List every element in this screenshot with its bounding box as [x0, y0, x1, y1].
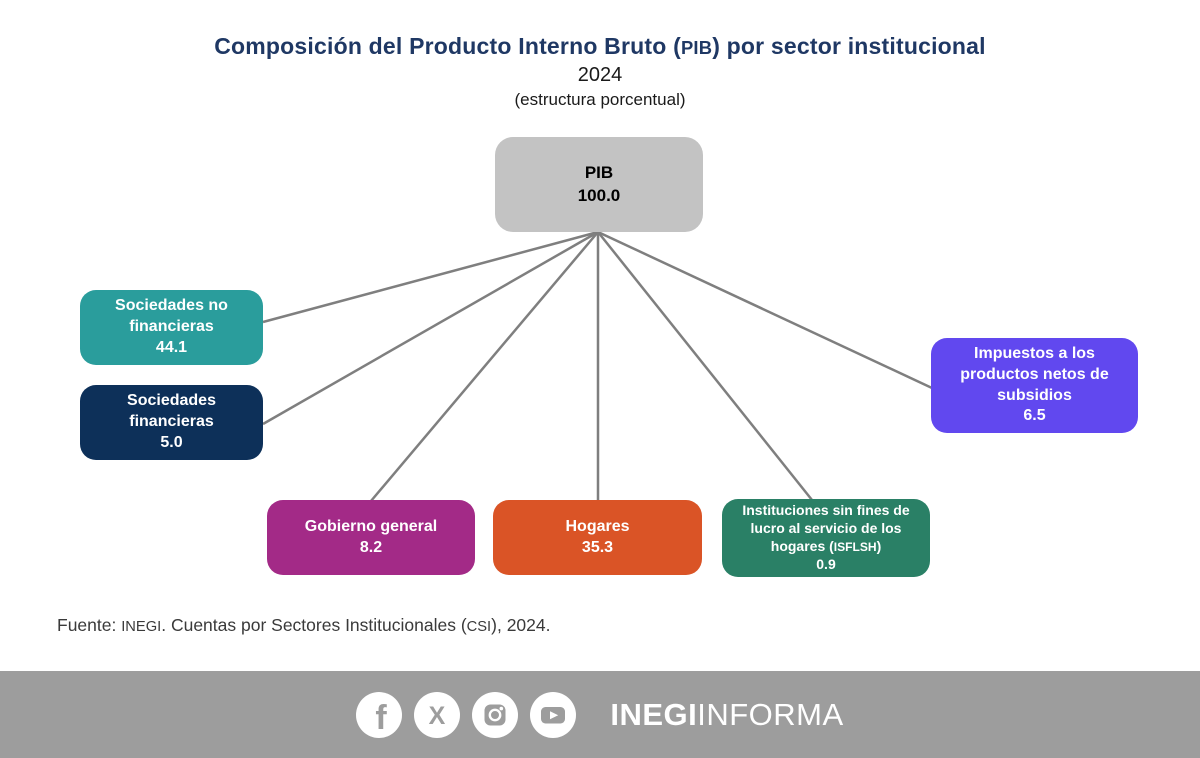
title-year: 2024	[577, 64, 623, 86]
node-isflsh: Instituciones sin fines de lucro al serv…	[722, 499, 930, 577]
node-value: 100.0	[577, 185, 621, 205]
node-gobierno-general: Gobierno general 8.2	[267, 500, 475, 575]
title-part2: ) por sector institucional	[712, 33, 986, 59]
node-label: Instituciones sin fines de lucro al serv…	[742, 502, 910, 554]
node-value: 44.1	[155, 338, 188, 356]
node-value: 35.3	[581, 538, 614, 556]
node-label: Hogares	[565, 517, 630, 535]
node-impuestos: Impuestos a los productos netos de subsi…	[931, 338, 1138, 433]
source-note: Fuente: INEGI. Cuentas por Sectores Inst…	[57, 615, 551, 635]
footer-social-bar: f X INEGIINFORMA	[0, 671, 1200, 758]
title-acronym-pib: PIB	[680, 37, 713, 58]
x-icon[interactable]: X	[414, 691, 461, 738]
instagram-icon[interactable]	[472, 691, 519, 738]
node-label: Sociedades financieras	[127, 392, 216, 431]
node-value: 5.0	[160, 433, 183, 451]
source-csi: CSI	[466, 619, 492, 635]
brand-informa: INFORMA	[697, 696, 844, 732]
node-label: Impuestos a los productos netos de subsi…	[960, 344, 1109, 404]
node-label: Gobierno general	[304, 517, 438, 535]
youtube-icon[interactable]	[530, 691, 577, 738]
node-value: 8.2	[359, 538, 383, 556]
source-inegi: INEGI	[121, 619, 162, 635]
node-pib-root: PIB 100.0	[495, 137, 703, 232]
isflsh-acronym: ISFLSH	[833, 540, 877, 554]
inegi-informa-wordmark: INEGIINFORMA	[610, 697, 843, 733]
page-title: Composición del Producto Interno Bruto (…	[0, 33, 1200, 60]
title-subtitle: (estructura porcentual)	[514, 90, 686, 109]
node-value: 6.5	[1023, 407, 1046, 425]
node-sociedades-financieras: Sociedades financieras 5.0	[80, 385, 263, 460]
footer-content: f X INEGIINFORMA	[356, 691, 843, 738]
node-label: Sociedades no financieras	[115, 297, 228, 336]
node-value: 0.9	[816, 555, 836, 572]
facebook-icon[interactable]: f	[356, 691, 403, 738]
brand-inegi: INEGI	[610, 696, 698, 732]
svg-text:f: f	[376, 699, 388, 737]
svg-text:X: X	[429, 702, 446, 730]
title-part1: Composición del Producto Interno Bruto (	[214, 33, 681, 59]
node-hogares: Hogares 35.3	[493, 500, 702, 575]
node-label: PIB	[584, 163, 614, 183]
node-sociedades-no-financieras: Sociedades no financieras 44.1	[80, 290, 263, 365]
